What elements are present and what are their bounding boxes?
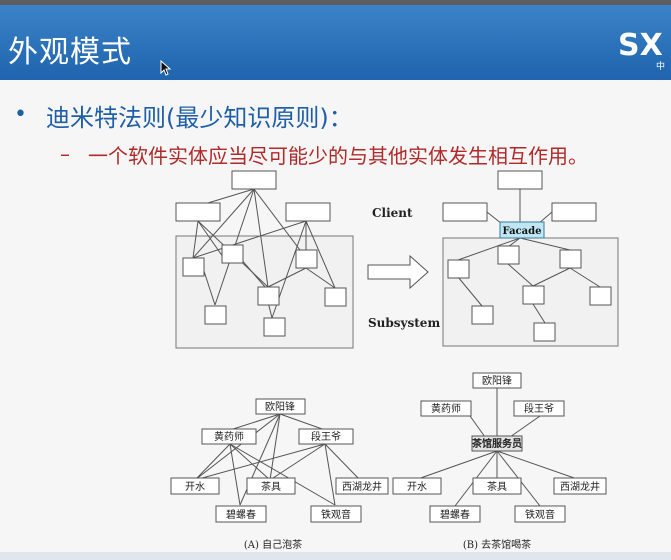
module-box xyxy=(589,286,612,306)
tea-diagram-a xyxy=(170,398,389,523)
person-label: 欧阳锋 xyxy=(482,374,512,387)
right-arrow-icon xyxy=(367,254,429,290)
item-label: 开水 xyxy=(185,481,205,493)
item-box xyxy=(472,477,522,495)
item-label: 西湖龙井 xyxy=(342,480,382,493)
logo-subtext: 中 xyxy=(656,60,665,72)
client-box xyxy=(231,170,277,190)
item-label: 茶具 xyxy=(487,480,507,493)
item-box xyxy=(429,505,481,523)
facade-label: Facade xyxy=(503,226,542,237)
facade-structure xyxy=(442,170,619,347)
item-label: 开水 xyxy=(407,481,427,493)
tea-diagram-b xyxy=(392,372,607,523)
module-box xyxy=(204,305,227,325)
slide-title-bar: 外观模式 SX 中 xyxy=(0,5,671,80)
item-box xyxy=(246,477,296,495)
module-box xyxy=(263,317,286,337)
item-label: 铁观音 xyxy=(525,508,555,521)
person-label: 欧阳锋 xyxy=(265,400,295,413)
item-box xyxy=(310,505,362,523)
item-box xyxy=(553,477,607,495)
module-box xyxy=(522,285,545,305)
module-box xyxy=(257,286,280,306)
item-box xyxy=(514,505,566,523)
sub-bullet-dash-icon: – xyxy=(60,142,70,166)
mouse-cursor-icon xyxy=(160,60,172,76)
client-box xyxy=(285,202,331,222)
module-box xyxy=(559,249,582,269)
person-label: 段王爷 xyxy=(311,430,341,443)
logo-text: SX xyxy=(618,28,663,63)
person-box xyxy=(420,400,472,417)
item-label: 茶具 xyxy=(261,480,281,493)
module-box xyxy=(324,287,347,307)
caption-a: (A) 自己泡茶 xyxy=(244,538,302,551)
item-label: 西湖龙井 xyxy=(560,480,600,493)
module-box xyxy=(221,244,244,264)
person-box xyxy=(472,372,522,389)
module-box xyxy=(533,322,556,342)
person-label: 段王爷 xyxy=(524,402,554,415)
teahouse-label: 茶馆服务员 xyxy=(471,437,522,450)
person-label: 黄药师 xyxy=(431,402,461,415)
tangled-diagram xyxy=(175,170,354,349)
bullet-text: 迪米特法则(最少知识原则)： xyxy=(46,104,353,132)
subsystem-label: Subsystem xyxy=(368,316,440,330)
module-box xyxy=(447,259,470,279)
item-box xyxy=(215,505,267,523)
sub-bullet-text: 一个软件实体应当尽可能少的与其他实体发生相互作用。 xyxy=(88,144,588,168)
person-box xyxy=(201,428,257,445)
module-box xyxy=(497,245,520,265)
bullet-dot-icon: • xyxy=(14,102,27,127)
brand-logo: SX 中 xyxy=(618,28,665,72)
client-label: Client xyxy=(372,206,413,220)
window-bottom-strip xyxy=(0,552,671,560)
client-box xyxy=(497,170,543,190)
item-box xyxy=(170,477,220,495)
module-box xyxy=(471,305,494,325)
window-top-strip xyxy=(0,0,671,5)
caption-b: (B) 去茶馆喝茶 xyxy=(463,538,531,551)
person-box xyxy=(513,400,565,417)
facade-box xyxy=(499,221,545,239)
slide-title: 外观模式 xyxy=(8,35,132,70)
person-box xyxy=(255,398,306,415)
item-label: 碧螺春 xyxy=(226,509,256,521)
teahouse-box xyxy=(471,435,523,452)
item-box xyxy=(392,477,442,495)
module-box xyxy=(182,257,205,277)
item-box xyxy=(335,477,389,495)
item-label: 铁观音 xyxy=(321,508,351,521)
person-box xyxy=(298,428,354,445)
item-label: 碧螺春 xyxy=(440,509,470,521)
client-box xyxy=(175,202,221,222)
module-box xyxy=(295,249,318,269)
client-box xyxy=(551,202,597,222)
client-box xyxy=(442,202,488,222)
person-label: 黄药师 xyxy=(214,430,244,443)
